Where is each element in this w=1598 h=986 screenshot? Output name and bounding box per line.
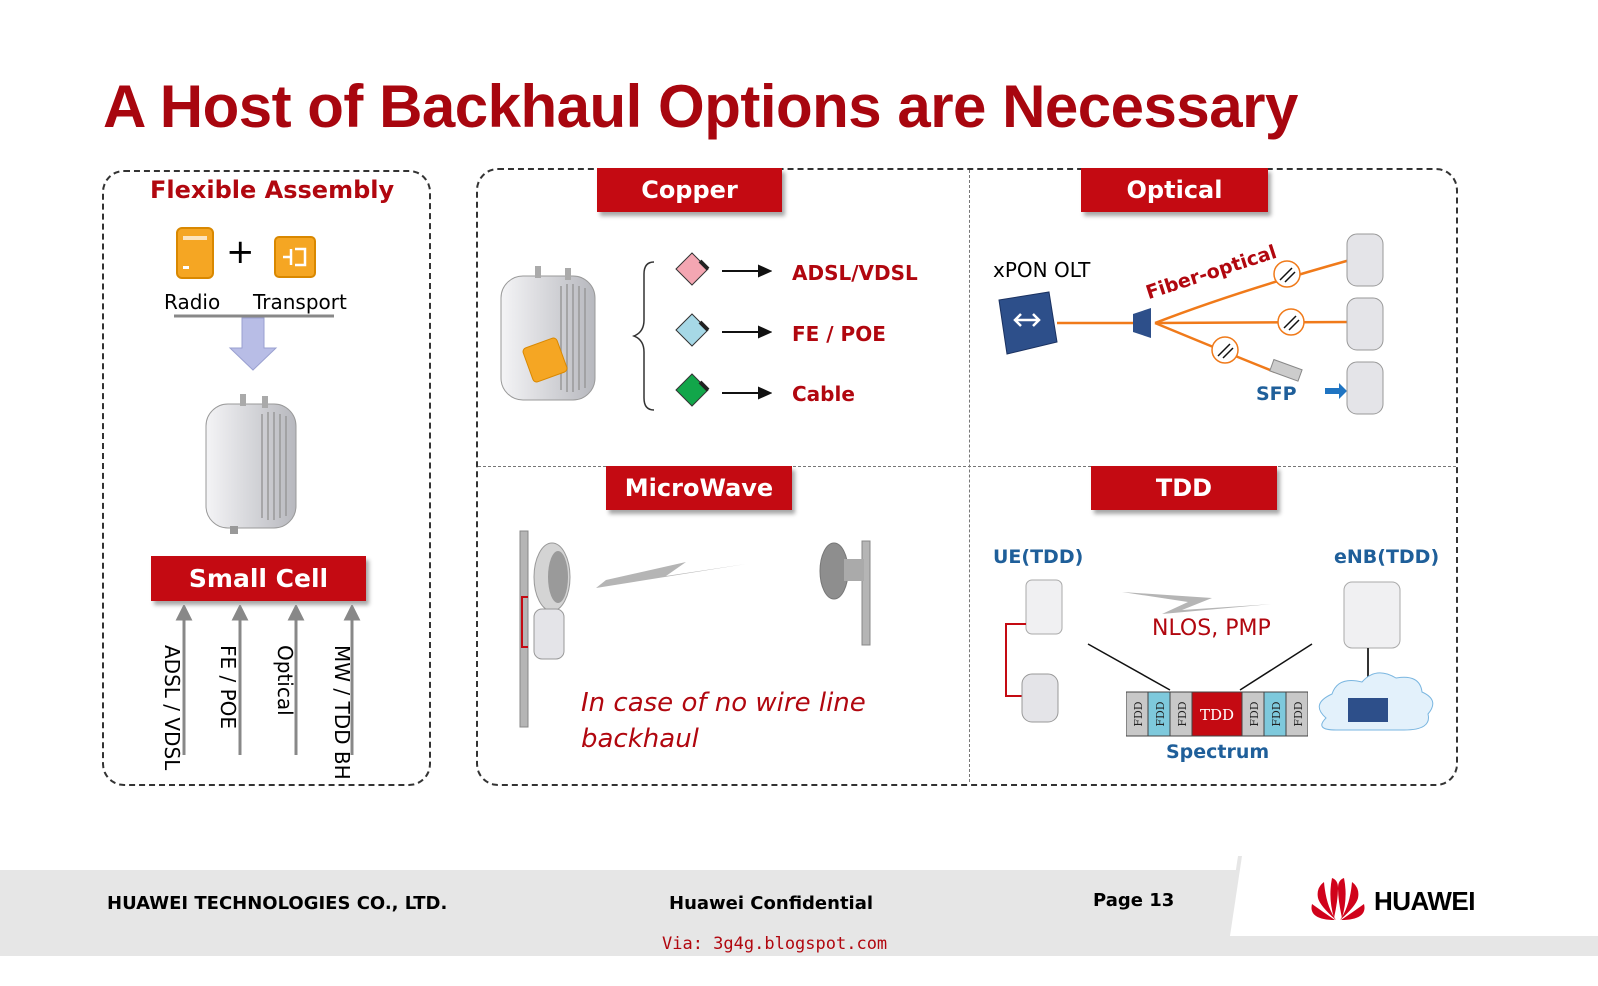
microwave-heading: MicroWave bbox=[606, 466, 792, 510]
spectrum-bar: FDD FDD FDD TDD FDD FDD FDD bbox=[1126, 691, 1308, 737]
flexible-assembly-heading: Flexible Assembly bbox=[150, 176, 395, 204]
transport-module-icon bbox=[274, 236, 316, 278]
microwave-link-diagram bbox=[519, 530, 871, 728]
plus-sign: + bbox=[226, 232, 255, 272]
footer-white-wedge bbox=[1228, 856, 1598, 936]
flexible-assembly-panel bbox=[102, 170, 431, 786]
assembly-down-arrow bbox=[174, 314, 334, 371]
copper-options-brace bbox=[632, 261, 655, 411]
radio-module-icon bbox=[176, 227, 214, 279]
spectrum-block-label: FDD bbox=[1270, 701, 1283, 726]
adsl-module-icon bbox=[675, 252, 710, 286]
spectrum-block bbox=[1285, 691, 1308, 737]
sfp-label: SFP bbox=[1256, 383, 1297, 405]
optical-network-diagram bbox=[998, 233, 1384, 415]
enb-tdd-label: eNB(TDD) bbox=[1334, 546, 1440, 568]
copper-option-adsl-vdsl: ADSL/VDSL bbox=[792, 261, 918, 285]
spectrum-block bbox=[1191, 691, 1243, 737]
optical-heading: Optical bbox=[1081, 168, 1268, 212]
huawei-logo-icon bbox=[1311, 878, 1365, 920]
footer-confidential: Huawei Confidential bbox=[669, 893, 874, 914]
fe-poe-module-icon bbox=[675, 313, 710, 347]
copper-option-fe-poe: FE / POE bbox=[792, 322, 886, 346]
spectrum-block-label: FDD bbox=[1176, 701, 1189, 726]
nlos-pmp-label: NLOS, PMP bbox=[1152, 616, 1271, 641]
page-title: A Host of Backhaul Options are Necessary bbox=[103, 73, 1298, 140]
transport-label: Transport bbox=[253, 290, 347, 314]
copper-heading: Copper bbox=[597, 168, 782, 212]
input-label-optical: Optical bbox=[273, 645, 297, 716]
footer-company: HUAWEI TECHNOLOGIES CO., LTD. bbox=[107, 893, 448, 914]
backhaul-input-arrows bbox=[175, 605, 361, 755]
tdd-link-diagram bbox=[1005, 579, 1434, 731]
footer-page-number: Page 13 bbox=[1093, 890, 1175, 911]
copper-option-arrows bbox=[722, 264, 772, 400]
small-cell-device-image bbox=[205, 394, 297, 534]
input-label-fe-poe: FE / POE bbox=[216, 645, 240, 730]
xpon-olt-label: xPON OLT bbox=[993, 258, 1091, 282]
spectrum-block-label: TDD bbox=[1200, 706, 1234, 724]
ue-tdd-label: UE(TDD) bbox=[993, 546, 1084, 568]
input-label-mw-tdd-bh: MW / TDD BH bbox=[330, 645, 354, 780]
small-cell-label: Small Cell bbox=[151, 556, 366, 601]
radio-label: Radio bbox=[164, 290, 221, 314]
spectrum-block-label: FDD bbox=[1292, 701, 1305, 726]
huawei-brand-text: HUAWEI bbox=[1374, 886, 1476, 916]
cable-module-icon bbox=[675, 373, 710, 407]
microwave-note-line1: In case of no wire line bbox=[581, 688, 866, 718]
panel-vertical-divider bbox=[969, 170, 970, 782]
tdd-backhaul-heading: TDD Backhaul bbox=[1091, 466, 1277, 546]
spectrum-label: Spectrum bbox=[1166, 741, 1270, 763]
spectrum-block-label: FDD bbox=[1132, 701, 1145, 726]
backhaul-options-panel bbox=[476, 168, 1458, 786]
via-source-text: Via: 3g4g.blogspot.com bbox=[662, 934, 888, 954]
spectrum-block-label: FDD bbox=[1248, 701, 1261, 726]
spectrum-block-label: FDD bbox=[1154, 701, 1167, 726]
panel-horizontal-divider bbox=[478, 466, 1456, 467]
copper-option-cable: Cable bbox=[792, 382, 855, 406]
input-label-adsl-vdsl: ADSL / VDSL bbox=[160, 645, 184, 771]
copper-small-cell-image bbox=[500, 266, 596, 401]
microwave-note-line2: backhaul bbox=[581, 724, 699, 754]
